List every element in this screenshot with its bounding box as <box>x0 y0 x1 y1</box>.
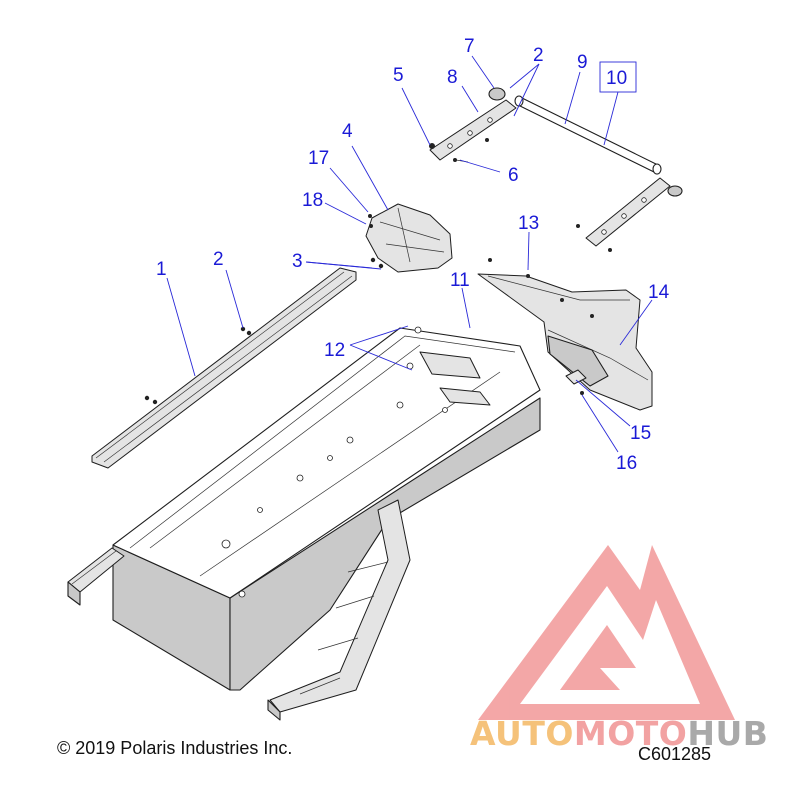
callout-4: 4 <box>342 121 353 142</box>
watermark-word-hub: HUB <box>687 714 769 753</box>
callout-7: 7 <box>464 36 475 57</box>
callout-13: 13 <box>518 213 539 234</box>
part-14-fender <box>477 258 653 411</box>
watermark-logo <box>478 545 735 720</box>
callout-12: 12 <box>324 340 345 361</box>
callout-11: 11 <box>450 270 470 291</box>
callout-6: 6 <box>508 165 519 186</box>
callout-3: 3 <box>292 251 303 272</box>
callout-5: 5 <box>393 65 404 86</box>
callout-18: 18 <box>302 190 323 211</box>
callout-17: 17 <box>308 148 329 169</box>
callout-14: 14 <box>648 282 670 303</box>
part-15-clip <box>565 369 587 395</box>
part-7-knob-left <box>488 87 506 101</box>
callout-10: 10 <box>606 68 627 89</box>
callout-2-arm: 2 <box>533 45 544 66</box>
leader-lines <box>166 55 653 453</box>
part-8-arm-right <box>576 177 683 252</box>
part-11-cargo-bed <box>67 326 541 721</box>
callout-2-rail: 2 <box>213 249 224 270</box>
part-8-arm-left <box>429 99 517 161</box>
callout-1: 1 <box>156 259 167 280</box>
callout-15: 15 <box>630 423 651 444</box>
callouts: 1 2 2 3 4 5 6 7 8 9 10 11 12 13 14 15 16… <box>156 36 670 474</box>
callout-8: 8 <box>447 67 458 88</box>
part-1-side-rail <box>91 267 357 469</box>
part-9-tube <box>514 95 662 175</box>
watermark-wordmark: AUTOMOTOHUB <box>470 714 768 753</box>
callout-16: 16 <box>616 453 637 474</box>
rail-fasteners <box>144 326 252 405</box>
diagram-code: C601285 <box>638 744 712 764</box>
callout-9: 9 <box>577 52 588 73</box>
watermark-word-moto: MOTO <box>573 714 688 753</box>
copyright-text: © 2019 Polaris Industries Inc. <box>57 738 293 758</box>
watermark-word-auto: AUTO <box>470 714 574 753</box>
part-4-housing <box>365 203 453 273</box>
